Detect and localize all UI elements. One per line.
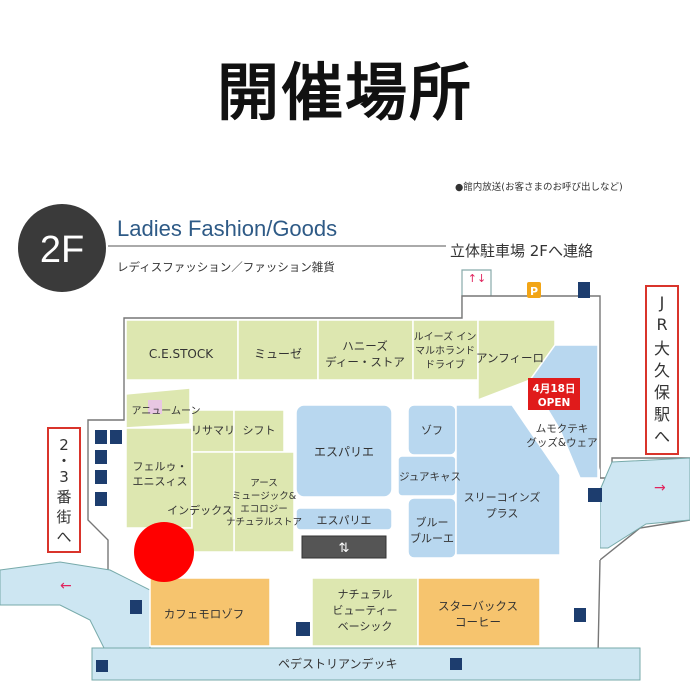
label-luis-3: ドライブ [425,358,465,371]
page-title: 開催場所 [216,56,473,129]
accessible-icon-bottom [296,622,310,636]
label-muse: ミューゼ [254,347,302,361]
escalator-icon: ⇅ [339,541,350,556]
exit-right-line-1: J [659,293,665,312]
stairs-icon-left [95,492,107,506]
open-badge [528,378,580,410]
label-blue-2: ブルーエ [410,531,454,545]
label-earth-2: ミュージック& [232,491,297,502]
label-zofu: ゾフ [421,424,443,437]
shop-risamari [191,409,235,453]
label-mumoku-1: ムモクテキ [536,423,589,435]
label-anfiro: アンフィーロ [476,351,544,365]
shop-cafe [149,577,271,647]
bottom-deck-label: ペデストリアンデッキ [278,656,398,671]
stairs-icon [578,282,590,298]
label-earth-3: エコロジー [240,504,288,515]
exit-right-line-6: 駅 [654,405,670,424]
exit-left-line-4: 番 [56,488,71,506]
exit-right-line-7: へ [654,427,670,446]
label-earth-4: ナチュラルストア [226,517,302,528]
exit-left-line-6: へ [56,528,71,546]
label-luis-2: マルホランド [415,345,475,357]
floor-badge [18,204,106,292]
left-arrow: ← [60,578,72,594]
exit-left-line-5: 街 [56,508,71,526]
escalator [301,535,387,559]
exit-sign-right [645,285,679,455]
shop-luis [412,319,479,381]
label-starbucks-1: スターバックス [438,599,518,613]
notice-text: ●館内放送(お客さまのお呼び出しなど) [455,181,623,193]
phone-icon [95,470,107,484]
label-cafe: カフェモロゾフ [164,607,245,621]
stairs-icon-bottom-right [450,658,462,670]
label-three-1: スリーコインズ [464,490,541,504]
right-arrow: → [654,480,666,496]
label-zuca: ジュアキャス [399,471,461,483]
label-honeys-1: ハニーズ [342,339,387,353]
exit-left-line-1: 2 [59,436,69,454]
label-felu-2: エニスィス [133,475,188,488]
pink-marker [148,400,162,414]
accessible-icon-right [588,488,602,502]
label-espa2: エスパリエ [317,514,372,527]
label-natural-3: ベーシック [338,620,393,633]
label-shift: シフト [243,424,276,437]
exit-left-line-3: 3 [59,468,69,486]
floor-label: 2F [40,229,84,271]
label-felu-1: フェルゥ・ [133,460,188,473]
shop-espa2 [295,507,393,531]
right-corridor [599,457,690,549]
floor-name-ja: レディスファッション／ファッション雑貨 [117,260,335,274]
elevator-icon [130,600,142,614]
label-starbucks-2: コーヒー [455,615,501,629]
label-mumoku-2: グッズ&ウェア [526,436,597,449]
label-three-2: プラス [486,507,519,520]
exit-right-line-2: R [656,315,667,334]
label-anyu: アニュームーン [132,405,201,417]
shop-three [455,404,561,556]
event-location-marker [134,522,194,582]
exit-right-line-5: 保 [654,383,670,402]
label-ce-stock: C.E.STOCK [149,347,214,361]
label-honeys-2: ディー・ストア [325,355,405,369]
floor-name-en: Ladies Fashion/Goods [117,216,337,241]
shop-espa1 [295,404,393,498]
exit-sign-left [47,427,81,553]
restroom-icon [95,430,107,444]
stairs-icon-bottom-left [96,660,108,672]
stairs-icon-right [574,608,586,622]
shop-ce-stock [125,319,239,381]
exit-left-line-2: ・ [56,452,71,470]
label-index: インデックス [167,503,233,517]
parking-icon-letter: P [530,285,538,298]
baby-room-icon [95,450,107,464]
accessible-icon [110,430,122,444]
exit-right-line-4: 久 [654,361,670,380]
shop-starbucks [417,577,541,647]
shop-shift [233,409,285,453]
bottom-deck [91,647,641,681]
shop-earth [233,451,295,553]
shop-honeys [317,319,414,381]
open-badge-line-2: OPEN [538,397,571,409]
label-risamari: リサマリ [191,424,235,437]
label-natural-2: ビューティー [332,604,397,617]
label-espa1: エスパリエ [314,445,374,459]
label-blue-1: ブルー [416,515,449,529]
up-down-arrows: ↑↓ [468,272,486,285]
parking-icon [527,282,541,298]
shop-natural [311,577,419,647]
exit-right-line-3: 大 [654,339,670,358]
label-luis-1: ルイーズ イン [414,330,477,343]
label-natural-1: ナチュラル [338,588,393,601]
shop-muse [237,319,319,381]
label-earth-1: アース [250,478,277,489]
parking-link-text: 立体駐車場 2Fへ連絡 [450,242,593,260]
open-badge-line-1: 4月18日 [533,383,576,395]
